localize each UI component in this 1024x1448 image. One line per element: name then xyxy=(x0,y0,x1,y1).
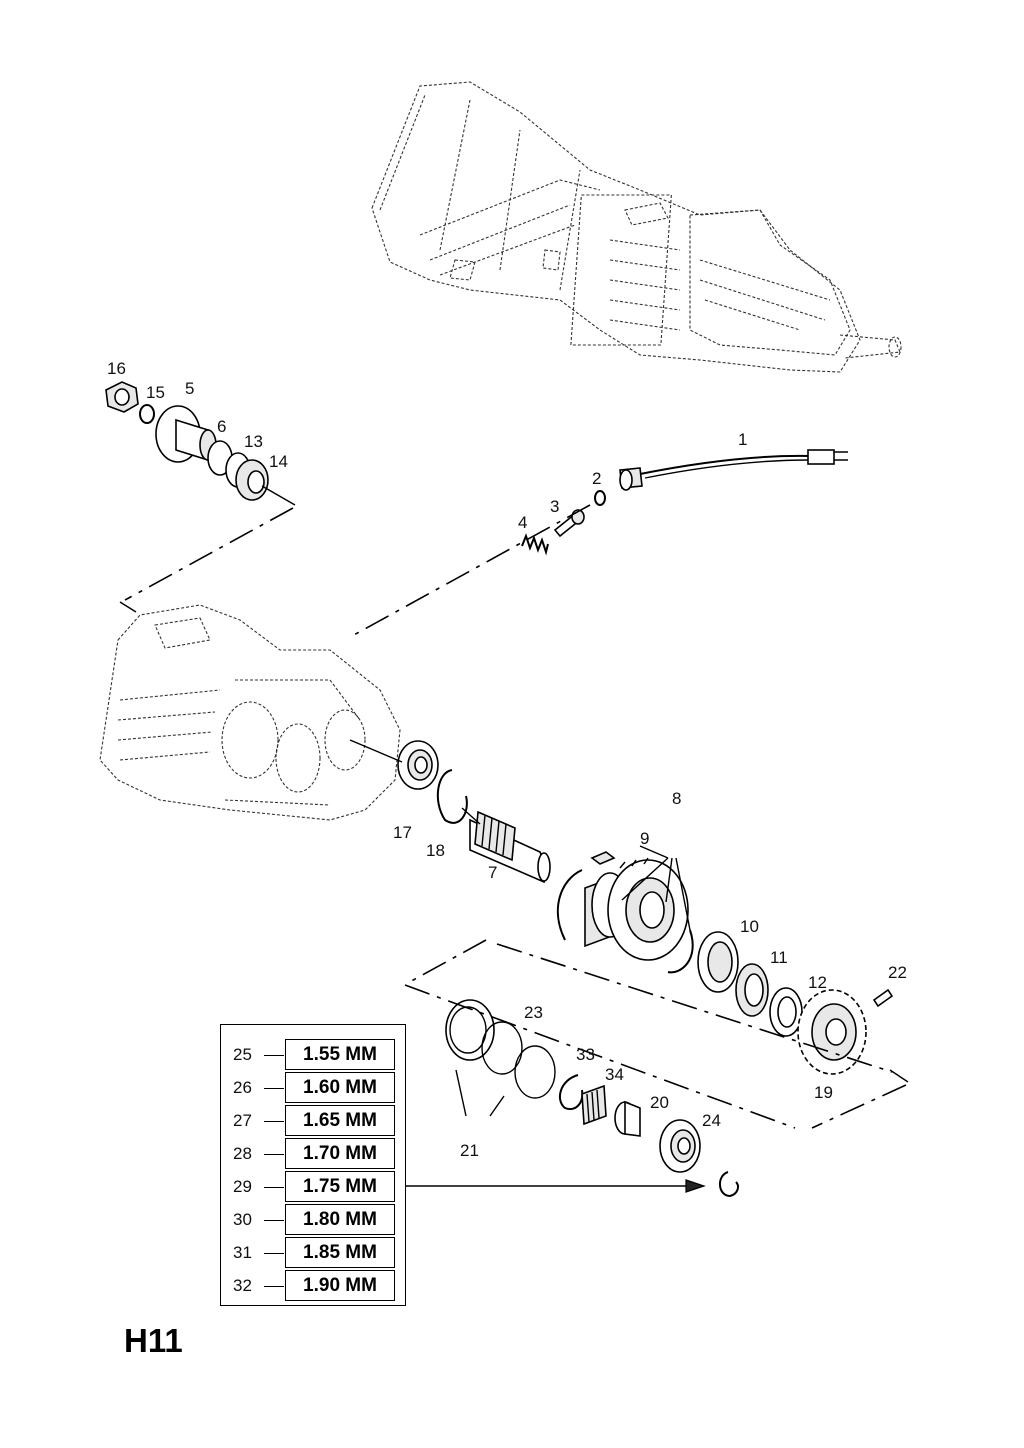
part-20-bushing xyxy=(614,1100,641,1137)
shim-row: 30 1.80 MM xyxy=(221,1202,407,1235)
part-5-flange xyxy=(155,405,217,463)
shim-leader xyxy=(264,1154,284,1155)
callout-1: 1 xyxy=(738,430,747,449)
shim-part-number: 32 xyxy=(233,1276,252,1295)
shim-thickness: 1.75 MM xyxy=(285,1171,395,1202)
shim-leader xyxy=(264,1187,284,1188)
callout-7: 7 xyxy=(488,863,497,882)
callout-16: 16 xyxy=(107,359,126,378)
part-9-key xyxy=(590,851,616,865)
snap-ring xyxy=(719,1171,739,1198)
shim-part-number: 30 xyxy=(233,1210,252,1229)
part-16-nut xyxy=(105,381,139,413)
callout-18: 18 xyxy=(426,841,445,860)
callout-20: 20 xyxy=(650,1093,669,1112)
part-17-bearing xyxy=(397,740,439,790)
part-19-gear xyxy=(797,989,867,1075)
shim-leader xyxy=(264,1286,284,1287)
shim-part-number: 26 xyxy=(233,1078,252,1097)
callout-24: 24 xyxy=(702,1111,721,1130)
shim-row: 27 1.65 MM xyxy=(221,1103,407,1136)
part-12-thrust-washer xyxy=(769,987,803,1037)
leader-lines xyxy=(119,485,909,1193)
callout-4: 4 xyxy=(518,513,527,532)
callout-15: 15 xyxy=(146,383,165,402)
callout-3: 3 xyxy=(550,497,559,516)
shim-row: 32 1.90 MM xyxy=(221,1268,407,1301)
callout-11: 11 xyxy=(770,948,788,967)
part-14-seal xyxy=(235,459,269,501)
shim-row: 28 1.70 MM xyxy=(221,1136,407,1169)
callout-8: 8 xyxy=(672,789,681,808)
callout-33: 33 xyxy=(576,1045,595,1064)
callout-13: 13 xyxy=(244,432,263,451)
callout-34: 34 xyxy=(605,1065,624,1084)
shim-part-number: 28 xyxy=(233,1144,252,1163)
page-code: H11 xyxy=(124,1322,183,1359)
part-34-needle-bearing xyxy=(581,1084,607,1126)
callout-5: 5 xyxy=(185,379,194,398)
callout-labels: 1 2 3 4 5 6 7 8 9 10 11 12 13 14 15 16 1… xyxy=(107,359,907,1160)
callout-19: 19 xyxy=(814,1083,833,1102)
transmission-assembly-illustration xyxy=(371,81,902,373)
part-8-synchronizer xyxy=(556,857,694,974)
shim-thickness: 1.80 MM xyxy=(285,1204,395,1235)
callout-14: 14 xyxy=(269,452,288,471)
callout-21: 21 xyxy=(460,1141,479,1160)
part-2-washer xyxy=(594,490,606,506)
part-33-circlip xyxy=(558,1074,584,1110)
shim-thickness: 1.65 MM xyxy=(285,1105,395,1136)
shim-thickness: 1.60 MM xyxy=(285,1072,395,1103)
callout-2: 2 xyxy=(592,469,601,488)
shim-leader xyxy=(264,1055,284,1056)
part-4-spring xyxy=(521,533,549,556)
gearbox-housing-illustration xyxy=(99,604,401,821)
part-24-bearing xyxy=(659,1119,701,1173)
shim-row: 26 1.60 MM xyxy=(221,1070,407,1103)
shim-part-number: 27 xyxy=(233,1111,252,1130)
shim-leader xyxy=(264,1253,284,1254)
part-7-shaft xyxy=(469,810,551,884)
part-10-synchro-ring xyxy=(697,931,739,993)
shim-thickness: 1.90 MM xyxy=(285,1270,395,1301)
shim-part-number: 31 xyxy=(233,1243,252,1262)
shim-leader xyxy=(264,1088,284,1089)
shim-row: 25 1.55 MM xyxy=(221,1037,407,1070)
part-15-o-ring xyxy=(139,404,155,424)
part-18-circlip xyxy=(436,769,468,824)
shim-leader xyxy=(264,1220,284,1221)
shim-thickness: 1.70 MM xyxy=(285,1138,395,1169)
callout-10: 10 xyxy=(740,917,759,936)
shim-row: 31 1.85 MM xyxy=(221,1235,407,1268)
shim-thickness-table: 25 1.55 MM 26 1.60 MM 27 1.65 MM 28 1.70… xyxy=(220,1024,406,1306)
callout-9: 9 xyxy=(640,829,649,848)
shim-part-number: 29 xyxy=(233,1177,252,1196)
callout-12: 12 xyxy=(808,973,827,992)
callout-6: 6 xyxy=(217,417,226,436)
shim-thickness: 1.85 MM xyxy=(285,1237,395,1268)
shim-leader xyxy=(264,1121,284,1122)
shim-row: 29 1.75 MM xyxy=(221,1169,407,1202)
part-22-pin xyxy=(872,988,894,1008)
callout-17: 17 xyxy=(393,823,412,842)
shim-part-number: 25 xyxy=(233,1045,252,1064)
callout-22: 22 xyxy=(888,963,907,982)
part-11-needle-bearing xyxy=(735,963,769,1017)
part-1-speed-sensor xyxy=(619,449,848,491)
shim-thickness: 1.55 MM xyxy=(285,1039,395,1070)
callout-23: 23 xyxy=(524,1003,543,1022)
part-23-shims xyxy=(445,999,556,1099)
